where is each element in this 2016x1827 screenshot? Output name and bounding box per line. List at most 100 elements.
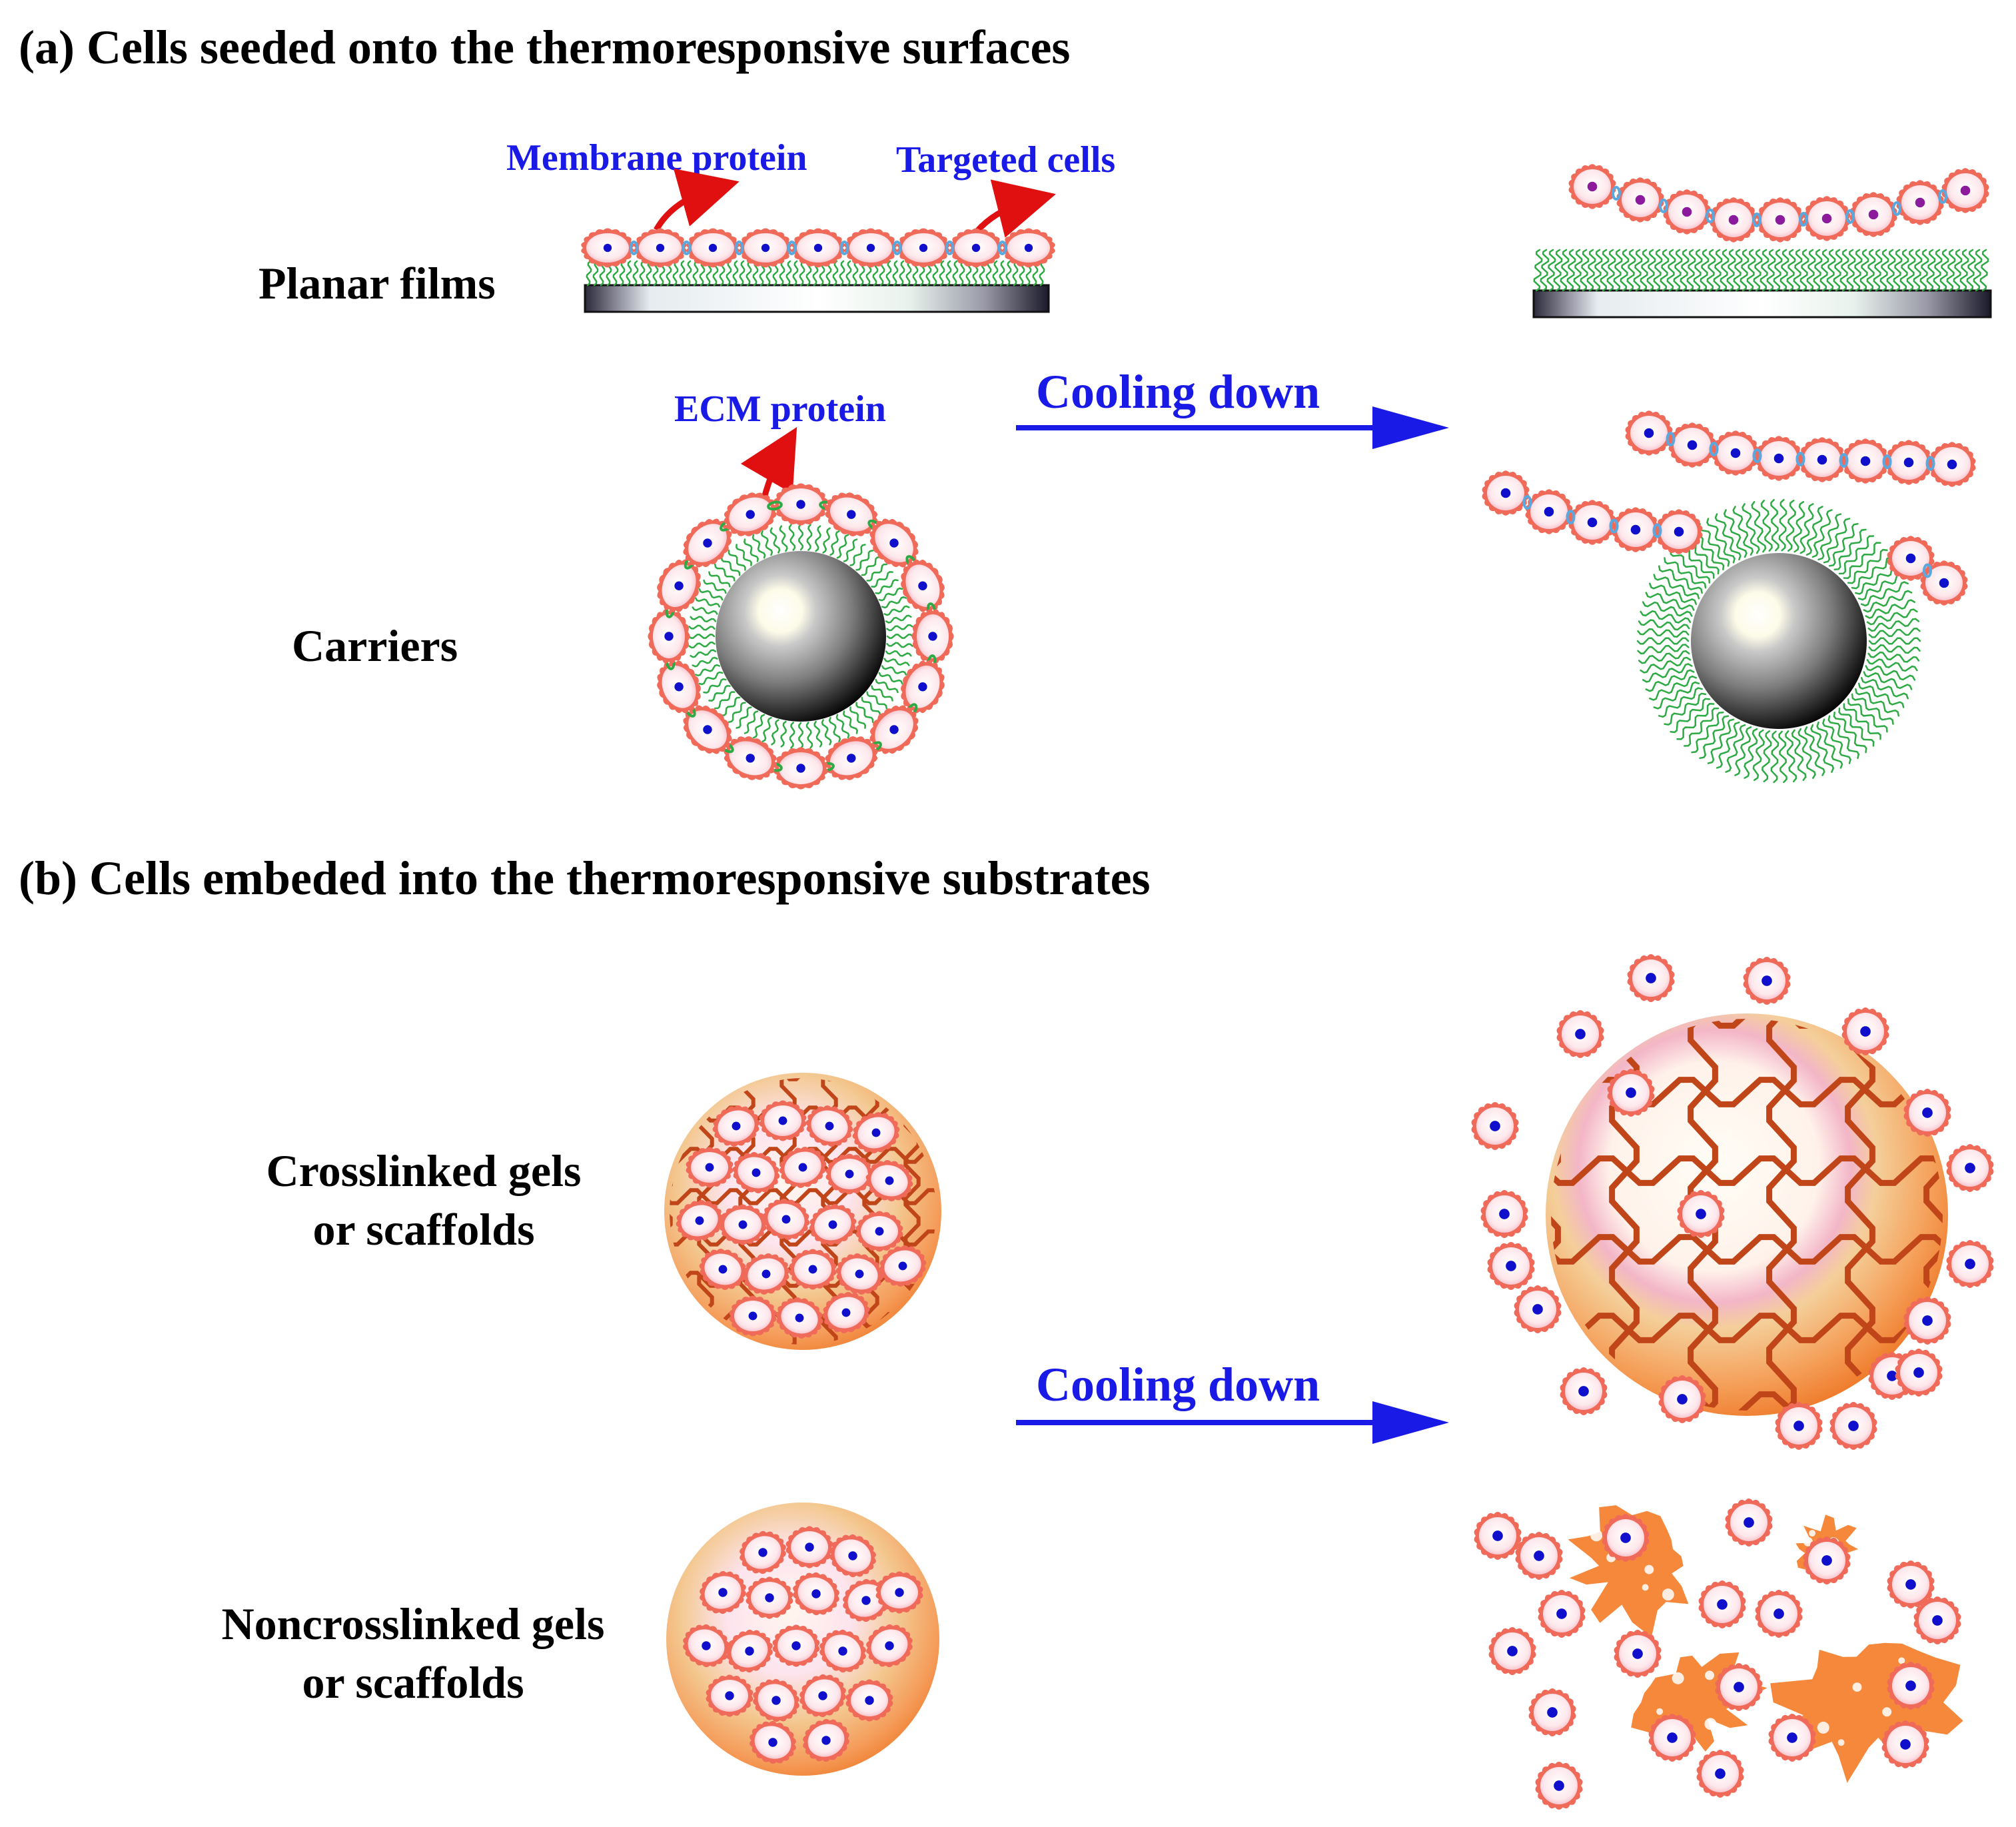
polymer-chain	[1551, 1313, 1943, 1343]
polymer-chain	[1799, 249, 1809, 292]
cell	[726, 1629, 773, 1673]
polymer-chain	[1845, 1019, 1875, 1411]
polymer-chain	[1906, 249, 1916, 292]
polymer-chain	[1816, 721, 1843, 769]
cell-junction	[734, 241, 744, 255]
nucleus	[1860, 1026, 1871, 1037]
polymer-chain	[1857, 572, 1905, 601]
bubble	[1656, 1708, 1664, 1715]
nucleus	[1635, 195, 1646, 205]
nucleus	[1775, 215, 1785, 225]
cell	[825, 492, 878, 536]
nucleus	[1913, 1367, 1924, 1378]
cell	[799, 1674, 846, 1718]
polymer-chain	[885, 260, 892, 287]
crosslinked-label-line2: or scaffolds	[312, 1204, 534, 1255]
polymer-chain	[1653, 681, 1700, 710]
polymer-chain	[1826, 249, 1836, 292]
polymer-chain	[1566, 249, 1576, 292]
cell-junction	[1795, 452, 1805, 466]
nucleus	[1787, 1732, 1797, 1743]
polymer-chain	[999, 260, 1005, 287]
nucleus	[838, 1646, 847, 1656]
cell	[1668, 422, 1716, 468]
polymer-chain	[1670, 549, 1711, 584]
polymer-chain	[855, 702, 874, 723]
cell-junction	[945, 241, 955, 255]
polymer-chain	[1699, 715, 1730, 760]
polymer-chain	[1746, 249, 1756, 292]
polymer-chain	[1553, 249, 1563, 292]
cell-junction	[1709, 442, 1719, 456]
cell-junction	[997, 241, 1007, 255]
polymer-chain	[761, 716, 772, 743]
polymer-chain	[806, 524, 813, 551]
nucleus	[861, 1596, 871, 1605]
polymer-chain	[780, 720, 787, 748]
polymer-chain	[1806, 249, 1816, 292]
polymer-chain	[1680, 249, 1690, 292]
cell	[1887, 1662, 1935, 1710]
cell	[1538, 1590, 1586, 1638]
polymer-chain	[871, 685, 893, 702]
polymer-chain	[692, 656, 718, 668]
cell	[729, 1295, 777, 1337]
polymer-chain	[686, 260, 692, 287]
polymer-chain	[779, 525, 788, 552]
nucleus	[866, 243, 875, 253]
cell	[1627, 954, 1675, 1002]
nucleus	[778, 1116, 787, 1125]
bubble	[1704, 1718, 1717, 1730]
cell	[648, 609, 690, 664]
polymer-chain	[1793, 249, 1803, 292]
polymer-chain	[886, 642, 913, 648]
polymer-chain	[883, 658, 910, 666]
cell	[719, 1204, 767, 1245]
nucleus	[813, 243, 823, 253]
cell	[1895, 1349, 1943, 1397]
nucleus	[705, 1163, 714, 1172]
nucleus	[718, 1588, 728, 1597]
cell-junction	[1659, 199, 1668, 213]
cell-junction	[682, 241, 692, 255]
polymer-chain	[586, 260, 592, 287]
polymer-chain	[1693, 249, 1703, 292]
glass-slide	[1532, 289, 1992, 318]
cell	[1946, 1240, 1994, 1288]
polymer-chain	[1867, 651, 1920, 663]
polymer-chain	[849, 544, 866, 566]
cell	[1515, 1532, 1563, 1580]
bubble	[1852, 1682, 1862, 1692]
nucleus	[1773, 453, 1784, 464]
polymer-chain	[1839, 249, 1849, 292]
cell-junction	[1925, 456, 1935, 471]
polymer-chain	[1953, 249, 1963, 292]
cell	[1743, 957, 1791, 1005]
polymer-chain	[694, 664, 721, 677]
polymer-chain	[1742, 503, 1760, 554]
polymer-chain	[743, 538, 759, 562]
polymer-chain	[1855, 688, 1900, 717]
nucleus	[1773, 1608, 1784, 1619]
polymer-chain	[1642, 601, 1693, 617]
polymer-chain	[892, 260, 899, 287]
cell	[1803, 196, 1851, 241]
nucleus	[1939, 578, 1949, 588]
cell	[1798, 437, 1846, 482]
cell	[825, 1153, 873, 1195]
cell	[1480, 1190, 1528, 1238]
bubble	[1590, 1529, 1603, 1542]
cell	[844, 228, 897, 268]
cell	[779, 1147, 827, 1188]
cell	[809, 1204, 857, 1245]
polymer-chain	[789, 722, 795, 749]
polymer-chain	[1866, 608, 1918, 626]
cell	[657, 660, 701, 714]
polymer-chain	[1593, 249, 1603, 292]
ecm-junction	[767, 500, 783, 511]
polymer-chain	[1633, 249, 1643, 292]
cell	[829, 1534, 876, 1578]
nucleus	[1532, 1304, 1543, 1315]
cell	[746, 1576, 793, 1619]
cell	[866, 1624, 913, 1668]
